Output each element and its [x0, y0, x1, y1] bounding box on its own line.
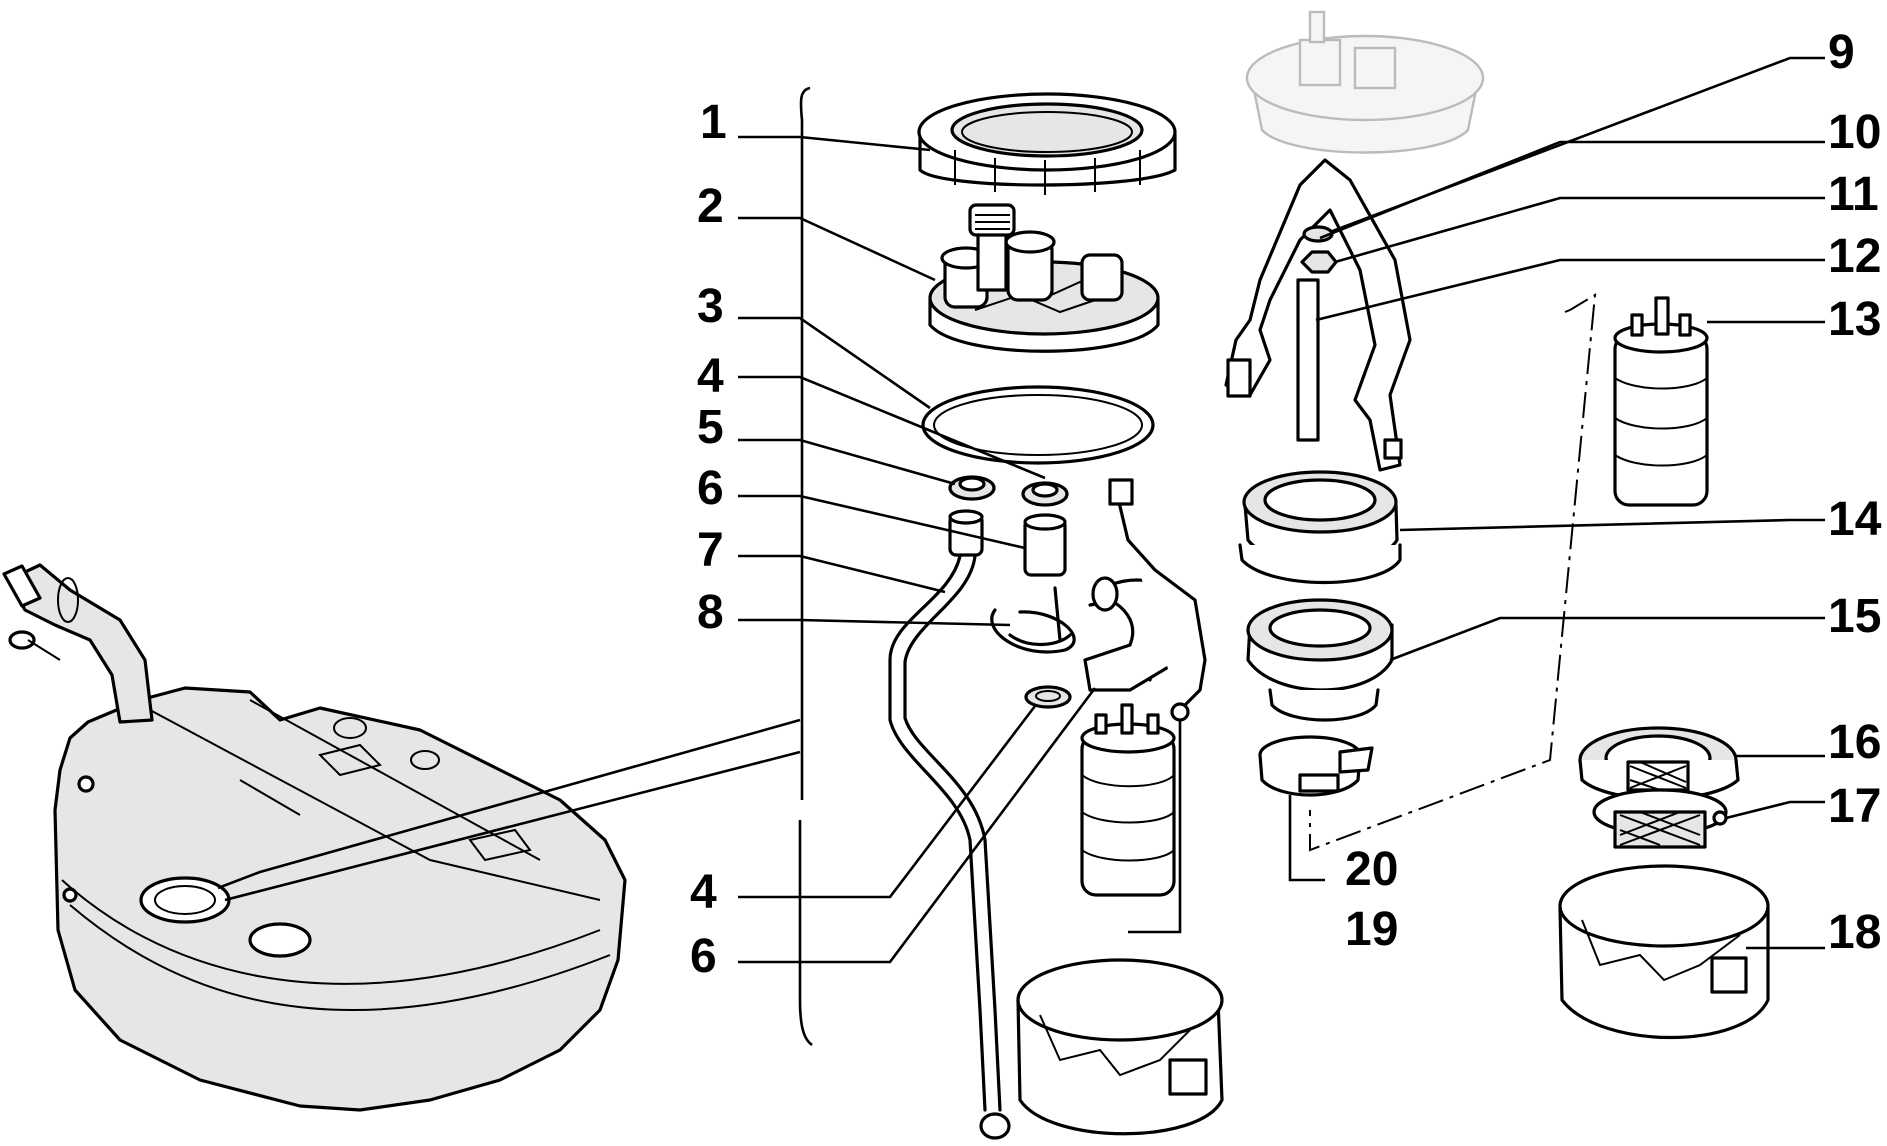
nut [1300, 250, 1338, 274]
callout-9: 9 [1828, 26, 1855, 79]
callout-2: 2 [697, 180, 724, 233]
small-ring [1024, 685, 1072, 709]
callout-6-lower: 6 [690, 930, 717, 983]
pump-housing-top [1238, 470, 1402, 585]
callout-12: 12 [1828, 230, 1881, 283]
fuel-tank [2, 563, 627, 1112]
callout-1: 1 [700, 96, 727, 149]
bottom-cup-right [1558, 864, 1770, 1039]
fuel-pump-right [1613, 296, 1709, 507]
callout-4-lower: 4 [690, 866, 717, 919]
callout-16: 16 [1828, 716, 1881, 769]
callout-4: 4 [697, 350, 724, 403]
callout-10: 10 [1828, 106, 1881, 159]
callout-18: 18 [1828, 906, 1881, 959]
filter-flange [1578, 726, 1740, 801]
callout-13: 13 [1828, 293, 1881, 346]
small-clamps [948, 475, 1069, 577]
callout-3: 3 [697, 280, 724, 333]
callout-17: 17 [1828, 780, 1881, 833]
callout-5: 5 [697, 401, 724, 454]
leader-lines [217, 56, 1825, 964]
callout-15: 15 [1828, 590, 1881, 643]
o-ring [921, 385, 1155, 465]
filter-element [1592, 788, 1728, 849]
callout-14: 14 [1828, 493, 1882, 546]
pump-housing-lower [1246, 598, 1394, 722]
pump-flange [928, 203, 1160, 353]
callout-19: 19 [1345, 903, 1398, 956]
wire-harness [1116, 496, 1207, 712]
callout-6: 6 [697, 462, 724, 515]
ghost-flange [1245, 10, 1485, 154]
callout-numbers: 1 2 3 4 5 6 7 8 4 6 9 10 11 12 13 14 15 … [690, 26, 1882, 983]
callout-11: 11 [1828, 168, 1879, 221]
fuel-pump-center [1080, 703, 1176, 897]
callout-7: 7 [697, 524, 724, 577]
hose-clamp [1258, 735, 1374, 797]
rod [1296, 278, 1320, 442]
callout-8: 8 [697, 586, 724, 639]
bottom-cup-center [1016, 958, 1224, 1136]
lock-ring [917, 92, 1177, 195]
callout-20: 20 [1345, 843, 1398, 896]
